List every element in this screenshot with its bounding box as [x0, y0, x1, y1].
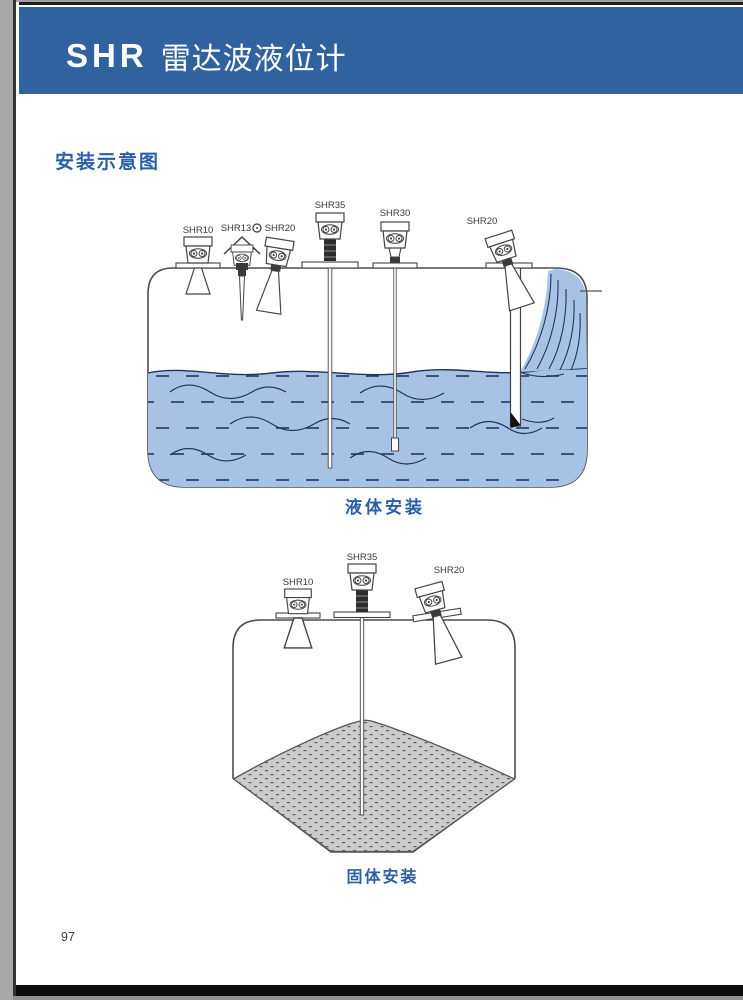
ribbed-neck	[323, 238, 337, 262]
page-bottom-border	[16, 985, 743, 996]
page-top-edge	[16, 0, 743, 2]
product-name: 雷达波液位计	[160, 42, 347, 76]
mounting-flange	[333, 611, 391, 619]
transmitter-head	[261, 236, 295, 268]
page-left-border	[13, 0, 16, 996]
transmitter-head	[284, 588, 312, 615]
sensor-label: SHR10	[283, 577, 314, 588]
sensor-label: SHR13	[221, 223, 252, 234]
brand-text: SHR	[66, 36, 148, 74]
transmitter-head	[484, 229, 521, 265]
sensor-shr10-solid: SHR10	[275, 577, 321, 649]
pipe-outlet-wedge	[510, 412, 521, 428]
solid-installation-diagram: SHR10 SHR35 SHR20	[232, 552, 516, 853]
guided-probe	[359, 616, 365, 816]
liquid-diagram-caption: 液体安装	[345, 498, 425, 517]
solid-material-dot-texture	[233, 720, 515, 852]
probe-weight	[391, 437, 399, 452]
sensor-label: SHR30	[380, 208, 411, 219]
sensor-shr20-solid: SHR20	[412, 565, 465, 665]
page-top-border	[19, 2, 743, 5]
mounting-flange	[175, 262, 221, 269]
transmitter-head	[183, 236, 213, 264]
sensor-shr20-right-liquid: SHR20	[467, 216, 535, 312]
header-banner: SHR 雷达波液位计	[19, 7, 743, 94]
transmitter-head	[380, 221, 410, 249]
sensor-label: SHR35	[315, 200, 346, 211]
solid-diagram-caption: 固体安装	[346, 869, 419, 886]
sensor-label: SHR20	[434, 565, 465, 576]
sensor-label: SHR20	[467, 216, 498, 227]
sensor-label: SHR10	[183, 225, 214, 236]
transmitter-head	[347, 563, 377, 591]
transmitter-head	[414, 580, 450, 615]
mounting-flange	[301, 261, 359, 269]
cable-probe	[393, 267, 397, 439]
page-number: 97	[61, 930, 75, 944]
ribbed-neck	[355, 589, 369, 613]
process-connection	[236, 263, 248, 270]
section-title: 安装示意图	[55, 152, 161, 173]
process-connection	[388, 247, 402, 258]
liquid-installation-diagram: SHR10 SHR13 SHR20	[147, 200, 602, 488]
sensor-label: SHR35	[347, 552, 378, 563]
sensor-shr20-left-liquid: SHR20	[255, 223, 296, 315]
transmitter-head	[315, 212, 345, 240]
mounting-flange	[372, 262, 418, 269]
sensor-shr35-liquid: SHR35	[301, 200, 359, 469]
rod-antenna	[238, 275, 246, 321]
sensor-shr30-liquid: SHR30	[372, 208, 418, 452]
guided-probe	[327, 267, 333, 469]
sensor-shr13-liquid: SHR13	[221, 223, 262, 321]
inflow-waterfall	[519, 269, 602, 378]
scan-edge-strip	[0, 0, 13, 1000]
sensor-shr10-liquid: SHR10	[175, 225, 221, 295]
liquid-dash-texture	[148, 368, 587, 487]
sensor-shr35-solid: SHR35	[333, 552, 391, 816]
transmitter-head	[230, 244, 254, 266]
sensor-label: SHR20	[265, 223, 296, 234]
